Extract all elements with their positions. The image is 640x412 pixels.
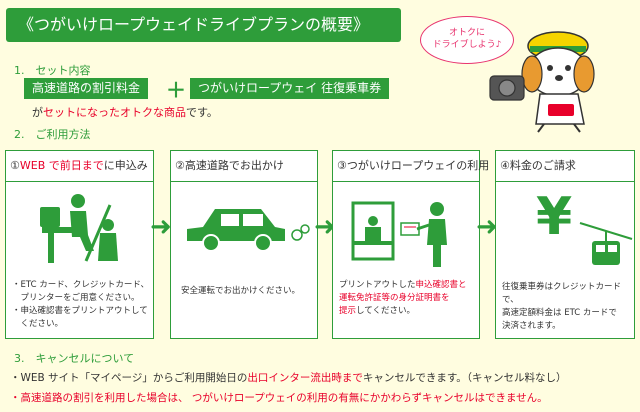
car-icon <box>187 209 310 252</box>
step-arrow-2: ➜ <box>314 212 336 242</box>
section1-heading: 1. セット内容 <box>14 64 91 77</box>
step-1-description: ・ETC カード、クレジットカード、 プリンターをご用意ください。 ・申込確認書… <box>12 280 150 329</box>
yen-icon: ¥ <box>536 187 573 247</box>
set-note: がセットになったオトクな商品です。 <box>32 106 218 119</box>
step-card-3: ③つがいけロープウェイの利用 プリントアウトした申込確認書と 運転免許証等の身分… <box>332 150 489 339</box>
ticket-counter-icon <box>351 201 447 267</box>
step-4-title: ④料金のご請求 <box>496 151 634 182</box>
step-1-title: ①WEB で前日までに申込み <box>6 151 153 182</box>
mascot-speech-bubble: オトクに ドライブしよう♪ <box>420 16 514 64</box>
step-4-description: 往復乗車券はクレジットカードで、 高速定額料金は ETC カードで 決済されます… <box>502 282 622 331</box>
step-3-description: プリントアウトした申込確認書と 運転免許証等の身分証明書を 提示してください。 <box>339 280 467 316</box>
set-item-ropeway-ticket: つがいけロープウェイ 往復乗車券 <box>190 78 390 99</box>
step-2-title: ②高速道路でお出かけ <box>171 151 317 182</box>
web-application-icon <box>40 194 118 263</box>
step-3-title: ③つがいけロープウェイの利用 <box>333 151 489 182</box>
page-title: 《つがいけロープウェイドライブプランの概要》 <box>6 8 401 42</box>
step-card-4: ④料金のご請求 ¥ 往復乗車券はクレジットカードで、 高速定額料金は ETC カ… <box>495 150 635 339</box>
set-item-highway-discount: 高速道路の割引料金 <box>24 78 149 99</box>
step-card-1: ①WEB で前日までに申込み ・ETC カード、クレジットカード、 プリンターを… <box>5 150 154 339</box>
step-arrow-3: ➜ <box>476 212 498 242</box>
step-2-description: 安全運転でお出かけください。 <box>181 286 301 296</box>
section2-heading: 2. ご利用方法 <box>14 128 91 141</box>
mascot-dog-illustration <box>489 31 595 133</box>
plus-icon: ＋ <box>166 78 186 102</box>
ropeway-gondola-icon <box>579 222 633 265</box>
step-card-2: ②高速道路でお出かけ 安全運転でお出かけください。 <box>170 150 318 339</box>
section3-heading: 3. キャンセルについて <box>14 352 135 365</box>
step-arrow-1: ➜ <box>150 212 172 242</box>
cancel-rule-2: ・高速道路の割引を利用した場合は、 つがいけロープウェイの利用の有無にかかわらず… <box>10 392 548 404</box>
cancel-rule-1: ・WEB サイト「マイページ」からご利用開始日の出口インター流出時までキャンセル… <box>10 372 567 384</box>
